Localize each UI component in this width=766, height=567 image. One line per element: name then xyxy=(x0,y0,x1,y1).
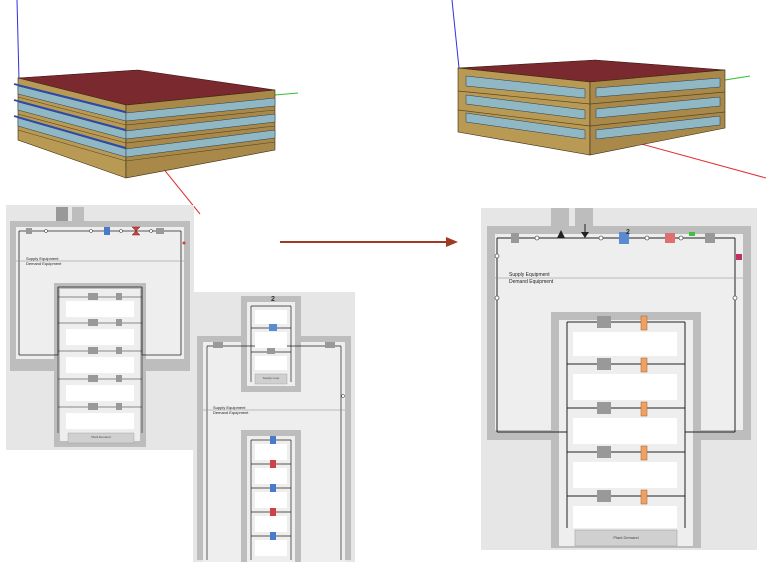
right-pump-number: 2 xyxy=(626,229,630,236)
middle-supply-loop-caption: Supply Loop xyxy=(255,376,287,380)
demand-equipment-label: Demand Equipment xyxy=(26,261,61,266)
hvac-loop-diagram-right: 2 Supply Equipment Demand Equipment Plan… xyxy=(481,208,757,550)
middle-pump-number: 2 xyxy=(271,296,275,303)
middle-demand-equipment-label: Demand Equipment xyxy=(213,410,248,415)
building-before-3d xyxy=(0,0,300,215)
plant-demand-caption: Plant Demand xyxy=(68,435,134,439)
right-supply-equipment-label: Supply Equipment xyxy=(509,272,550,278)
hvac-loop-diagram-left: Supply Equipment Demand Equipment Plant … xyxy=(6,205,194,450)
transition-arrow xyxy=(278,234,462,250)
building-after-3d xyxy=(440,0,766,180)
hvac-loop-diagram-middle: 2 Supply Equipment Demand Equipment Supp… xyxy=(193,292,355,562)
right-plant-demand-caption: Plant Demand xyxy=(575,535,677,540)
right-demand-equipment-label: Demand Equipment xyxy=(509,279,553,285)
